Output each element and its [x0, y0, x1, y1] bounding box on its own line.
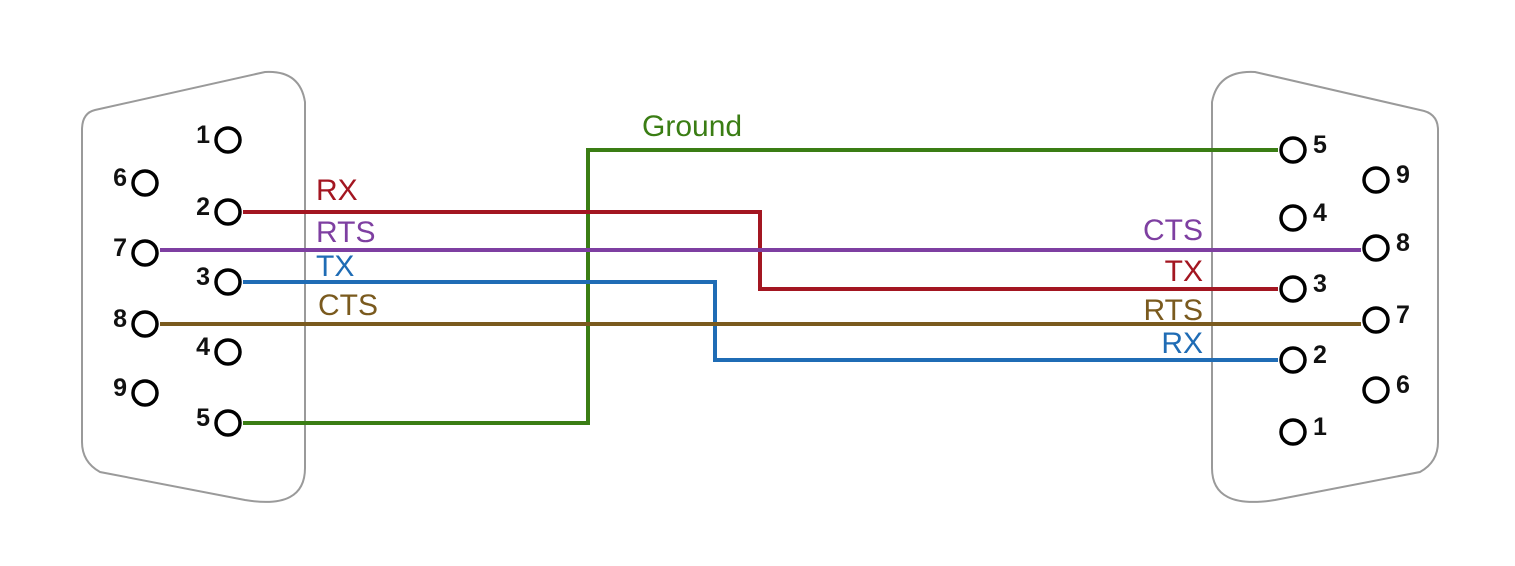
left-pin-9	[131, 379, 159, 407]
right-pin-5	[1279, 136, 1307, 164]
left-pin-5	[214, 409, 242, 437]
left-pin-number-9: 9	[113, 374, 127, 402]
right-pin-8	[1362, 234, 1390, 262]
wire-ground	[243, 148, 1278, 425]
left-signal-label-tx: TX	[316, 250, 354, 283]
left-pin-number-5: 5	[196, 404, 210, 432]
right-signal-label-rts: RTS	[1144, 294, 1203, 327]
left-pin-1	[214, 126, 242, 154]
right-pin-number-1: 1	[1313, 413, 1327, 441]
right-pin-number-9: 9	[1396, 161, 1410, 189]
left-pin-7	[131, 239, 159, 267]
right-pin-number-6: 6	[1396, 371, 1410, 399]
wire-label-ground: Ground	[642, 110, 742, 143]
left-pin-number-1: 1	[196, 121, 210, 149]
left-signal-label-rts: RTS	[316, 216, 375, 249]
left-pin-number-7: 7	[113, 234, 127, 262]
right-pin-6	[1362, 376, 1390, 404]
left-connector-shell	[81, 70, 306, 503]
right-pin-4	[1279, 204, 1307, 232]
right-pin-number-8: 8	[1396, 229, 1410, 257]
wire-tx-to-rx	[243, 280, 1278, 362]
right-pin-2	[1279, 346, 1307, 374]
left-pin-number-4: 4	[196, 333, 210, 361]
left-pin-number-6: 6	[113, 164, 127, 192]
left-pin-number-2: 2	[196, 193, 210, 221]
left-pin-number-3: 3	[196, 263, 210, 291]
left-signal-label-rx: RX	[316, 174, 358, 207]
left-pin-6	[131, 169, 159, 197]
right-pin-number-4: 4	[1313, 199, 1327, 227]
left-pin-number-8: 8	[113, 305, 127, 333]
left-pin-2	[214, 198, 242, 226]
right-pin-7	[1362, 306, 1390, 334]
left-pin-8	[131, 310, 159, 338]
right-pin-number-5: 5	[1313, 131, 1327, 159]
right-pin-number-2: 2	[1313, 341, 1327, 369]
left-pin-3	[214, 268, 242, 296]
right-pin-1	[1279, 418, 1307, 446]
right-signal-label-cts: CTS	[1143, 214, 1203, 247]
right-pin-number-3: 3	[1313, 270, 1327, 298]
right-signal-label-rx: RX	[1161, 327, 1203, 360]
right-signal-label-tx: TX	[1165, 255, 1203, 288]
right-pin-9	[1362, 166, 1390, 194]
left-pin-4	[214, 338, 242, 366]
left-signal-label-cts: CTS	[318, 289, 378, 322]
right-pin-3	[1279, 275, 1307, 303]
wires-layer	[160, 148, 1361, 425]
right-pin-number-7: 7	[1396, 301, 1410, 329]
pins-layer: 1 2 3 4 5 6 7 8 9 1 2 3 4 5 6 7 8 9	[113, 121, 1410, 446]
